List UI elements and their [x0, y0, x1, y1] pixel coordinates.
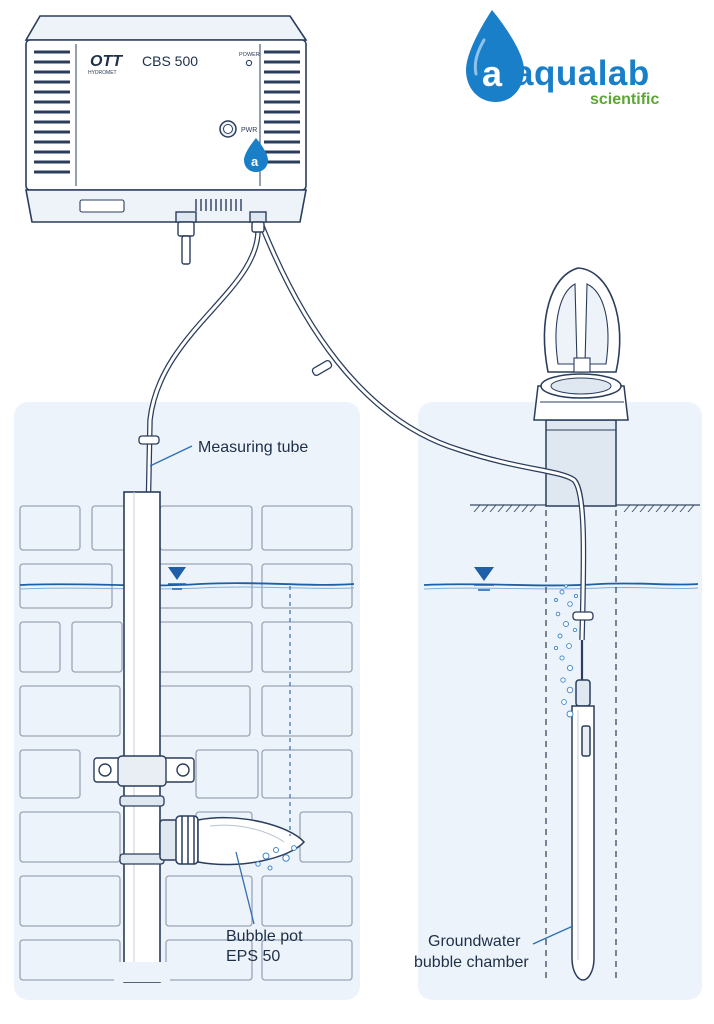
- ott-logo: OTT: [90, 53, 123, 70]
- ott-logo-sub: HYDROMET: [88, 70, 117, 76]
- aqualab-drop-icon: a: [466, 10, 524, 102]
- bubble-pot: [159, 815, 305, 866]
- cbs500-device: OTT HYDROMET CBS 500 POWER PWR a: [24, 15, 308, 265]
- pwr-label: PWR: [241, 127, 257, 134]
- aqualab-brand: a aqualab scientific: [466, 10, 659, 108]
- pwr-button-inner: [223, 124, 233, 134]
- svg-text:a: a: [482, 53, 503, 94]
- surface-water-line: [19, 582, 355, 590]
- measuring-tube-leader: [149, 445, 193, 467]
- device-port-left: [175, 211, 197, 265]
- bubbles-left: [255, 845, 297, 871]
- surface-water-panel: [14, 402, 360, 1000]
- bubble-pot-model-label: EPS 50: [226, 948, 280, 965]
- device-port-right: [249, 211, 267, 233]
- side-vents-left: [34, 50, 70, 174]
- groundwater-bubble-chamber: [571, 679, 595, 981]
- borehole-walls: [545, 510, 617, 982]
- bubble-pot-leader: [235, 851, 255, 925]
- device-model: CBS 500: [142, 53, 198, 69]
- measuring-tube-right: [259, 224, 587, 680]
- groundwater-line: [423, 582, 699, 590]
- aqualab-tagline: scientific: [590, 91, 659, 108]
- groundwater-label: Groundwater: [428, 933, 521, 950]
- stilling-pipe: [114, 491, 170, 983]
- pipe-wall-bracket: [93, 755, 195, 787]
- measuring-tube-label: Measuring tube: [198, 439, 308, 456]
- aqualab-wordmark: aqualab: [514, 54, 650, 93]
- power-led: [245, 59, 253, 67]
- bubbles-right: [553, 584, 579, 718]
- aqualab-badge-icon: a: [244, 138, 268, 172]
- groundwater-panel: [418, 402, 702, 1000]
- tube-clips: [138, 359, 594, 621]
- bubble-pot-label: Bubble pot: [226, 928, 303, 945]
- side-vents-right: [264, 50, 300, 164]
- svg-text:a: a: [251, 154, 259, 169]
- water-level-symbol-right: [474, 567, 494, 591]
- groundwater-leader: [532, 925, 574, 945]
- bottom-vent: [195, 199, 242, 211]
- groundwater-chamber-label: bubble chamber: [414, 954, 529, 971]
- power-label: POWER: [239, 52, 260, 58]
- well-head: [533, 267, 629, 507]
- water-level-symbol-left: [168, 567, 186, 590]
